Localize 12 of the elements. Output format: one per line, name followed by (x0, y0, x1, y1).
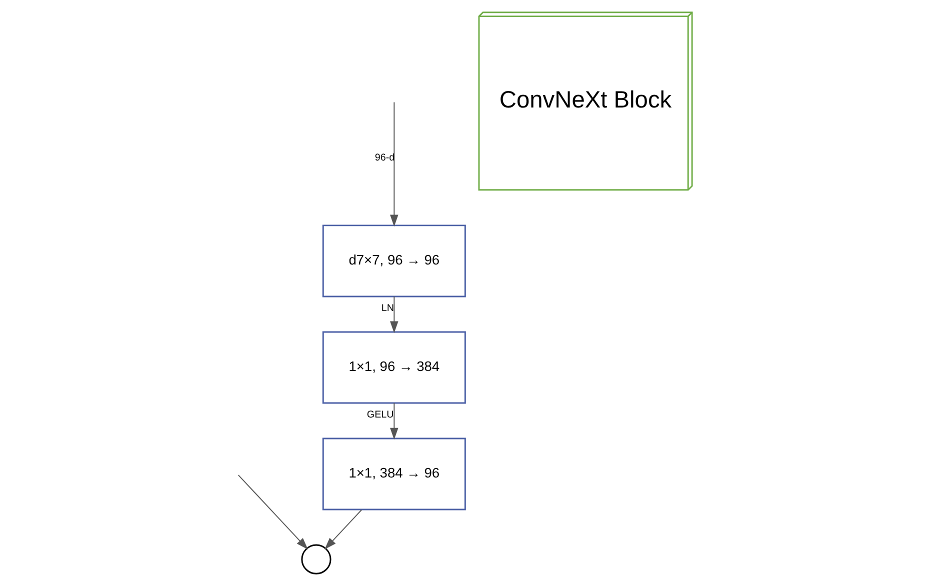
node-circle (301, 544, 332, 574)
arrow (390, 402, 398, 440)
node-box: 1×1, 96 → 384 (322, 331, 466, 404)
arrow (324, 509, 362, 550)
arrow (238, 474, 308, 550)
edge-label: LN (381, 303, 394, 314)
edge-label: GELU (366, 410, 394, 421)
node-box: 1×1, 384 → 96 (322, 438, 466, 510)
arrow (390, 296, 398, 334)
node-box: d7×7, 96 → 96 (322, 224, 466, 298)
edge-label: 96-d (374, 152, 395, 164)
arrow (390, 102, 398, 227)
